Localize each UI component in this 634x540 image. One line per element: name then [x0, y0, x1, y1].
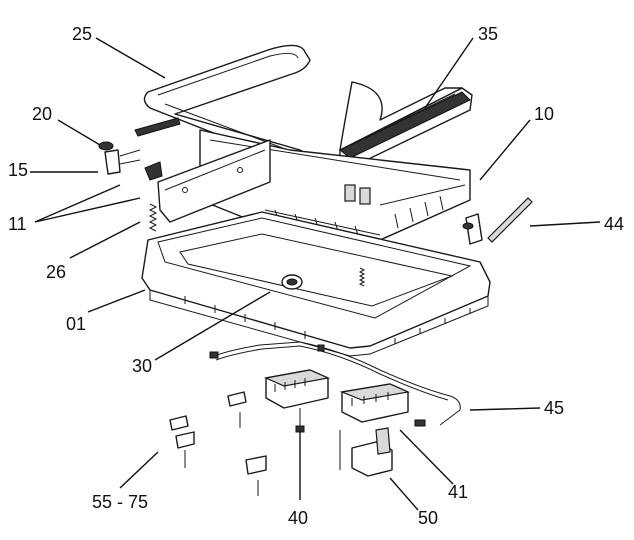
- callout-26: 26: [46, 262, 66, 282]
- callout-40: 40: [288, 508, 308, 528]
- tray-flange-ribs: [184, 296, 471, 344]
- part-50-motor: [339, 427, 393, 477]
- callout-41: 41: [448, 482, 468, 502]
- callout-15: 15: [8, 160, 28, 180]
- part-11-hinge-bracket: [144, 139, 271, 223]
- part-40-control-module: [263, 369, 331, 433]
- part-45-wiring-harness: [209, 341, 461, 427]
- callout-55-75: 55 - 75: [92, 492, 148, 512]
- callout-labels: 25 35 20 10 15 11 44 26 01 30 45 41 55 -…: [8, 24, 624, 528]
- callout-10: 10: [534, 104, 554, 124]
- callout-45: 45: [544, 398, 564, 418]
- part-35-glass-pane: [339, 81, 473, 169]
- callout-44: 44: [604, 214, 624, 234]
- part-30-drain: [281, 274, 303, 290]
- part-01-base-tray: [141, 211, 491, 357]
- part-44-strut: [462, 197, 533, 245]
- part-41-control-module: [339, 383, 411, 423]
- part-26-spring: [148, 203, 158, 232]
- callout-11: 11: [8, 214, 27, 234]
- part-55-75-fixings: [169, 391, 267, 496]
- callout-20: 20: [32, 104, 52, 124]
- leader-lines: [30, 37, 601, 511]
- callout-30: 30: [132, 356, 152, 376]
- callout-01: 01: [66, 314, 86, 334]
- callout-50: 50: [418, 508, 438, 528]
- callout-25: 25: [72, 24, 92, 44]
- part-20-clip: [98, 117, 181, 175]
- callout-35: 35: [478, 24, 498, 44]
